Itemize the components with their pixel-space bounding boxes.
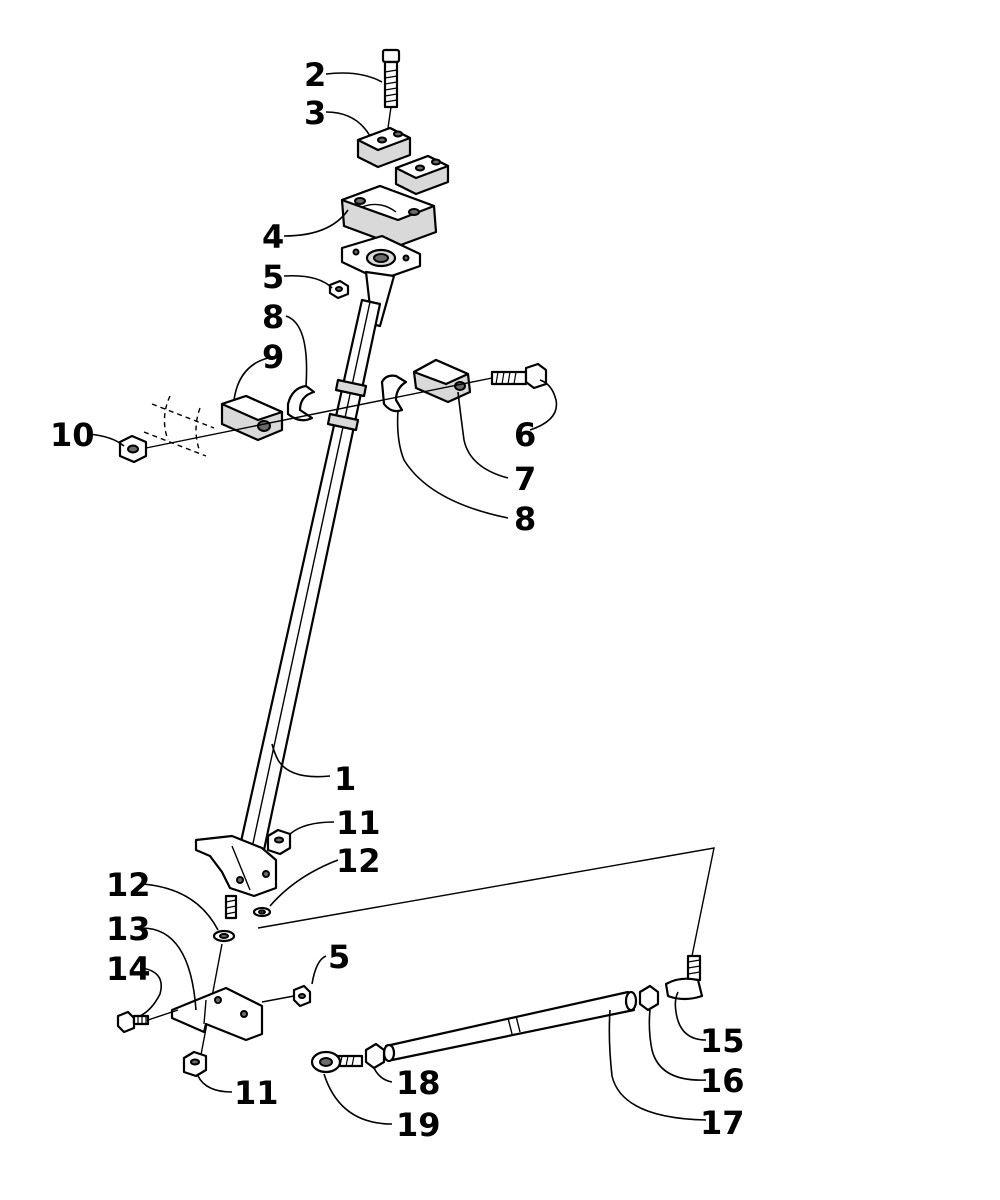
bracket-stud: [224, 894, 238, 920]
callout-19: 19: [396, 1106, 441, 1144]
part-6-bolt: [490, 362, 548, 390]
part-8-bushing-left: [286, 384, 316, 422]
callout-4: 4: [262, 218, 284, 256]
callout-8-right: 8: [514, 500, 536, 538]
callout-14: 14: [106, 950, 151, 988]
callout-17: 17: [700, 1104, 745, 1142]
part-13-lower-bracket: [170, 986, 264, 1042]
part-19-tie-rod-end: [310, 1050, 364, 1074]
callout-2: 2: [304, 56, 326, 94]
callout-9: 9: [262, 338, 284, 376]
part-10-nut: [118, 434, 148, 464]
part-11-nut-upper: [266, 828, 292, 856]
callout-3: 3: [304, 94, 326, 132]
callout-11-upper: 11: [336, 804, 381, 842]
callout-8-upper-left: 8: [262, 298, 284, 336]
part-16-jam-nut: [638, 984, 660, 1012]
bolt-axis-line: [387, 106, 392, 129]
callout-12-left: 12: [106, 866, 151, 904]
part-2-bolt: [381, 48, 401, 109]
part-12-washer-right: [252, 906, 272, 918]
callout-13: 13: [106, 910, 151, 948]
callout-15: 15: [700, 1022, 745, 1060]
callout-10: 10: [50, 416, 95, 454]
part-11-nut-lower: [182, 1050, 208, 1078]
part-7-clamp: [412, 358, 472, 404]
part-17-tie-rod: [382, 990, 638, 1063]
callout-5-lower: 5: [328, 938, 350, 976]
callout-5-upper: 5: [262, 258, 284, 296]
callout-11-lower: 11: [234, 1074, 279, 1112]
leader-lines: [87, 72, 707, 1125]
bolt-14-axis-line: [147, 1009, 179, 1021]
callout-12-right: 12: [336, 842, 381, 880]
tie-rod-connection-line: [257, 847, 715, 957]
part-3-clamp-cap-second: [394, 154, 450, 196]
upper-bolt-axis-line: [145, 377, 493, 449]
callout-18: 18: [396, 1064, 441, 1102]
callout-1: 1: [334, 760, 356, 798]
part-18-jam-nut: [364, 1042, 386, 1070]
part-8-bushing-right: [380, 374, 408, 413]
part-14-bolt: [116, 1010, 150, 1034]
steering-arm-bracket: [194, 834, 278, 898]
part-9-clamp: [220, 394, 284, 442]
nut-5-axis-line: [261, 995, 295, 1003]
part-3-clamp-cap: [356, 126, 412, 169]
callout-7: 7: [514, 460, 536, 498]
part-5-nut-upper: [328, 279, 350, 300]
steering-post-top-plate: [340, 234, 422, 328]
part-1-steering-post: [238, 298, 382, 852]
part-15-tie-rod-end: [664, 954, 704, 1001]
callout-labels: 2 3 4 5 8 9 10 6 7 8 1 11 12 12 13 14 5 …: [50, 56, 745, 1144]
callout-16: 16: [700, 1062, 745, 1100]
part-12-washer-left: [212, 929, 236, 943]
part-4-clamp-block: [340, 184, 438, 248]
frame-tube-phantom: [143, 395, 215, 457]
part-5-nut-lower: [292, 984, 312, 1008]
callout-6: 6: [514, 416, 536, 454]
